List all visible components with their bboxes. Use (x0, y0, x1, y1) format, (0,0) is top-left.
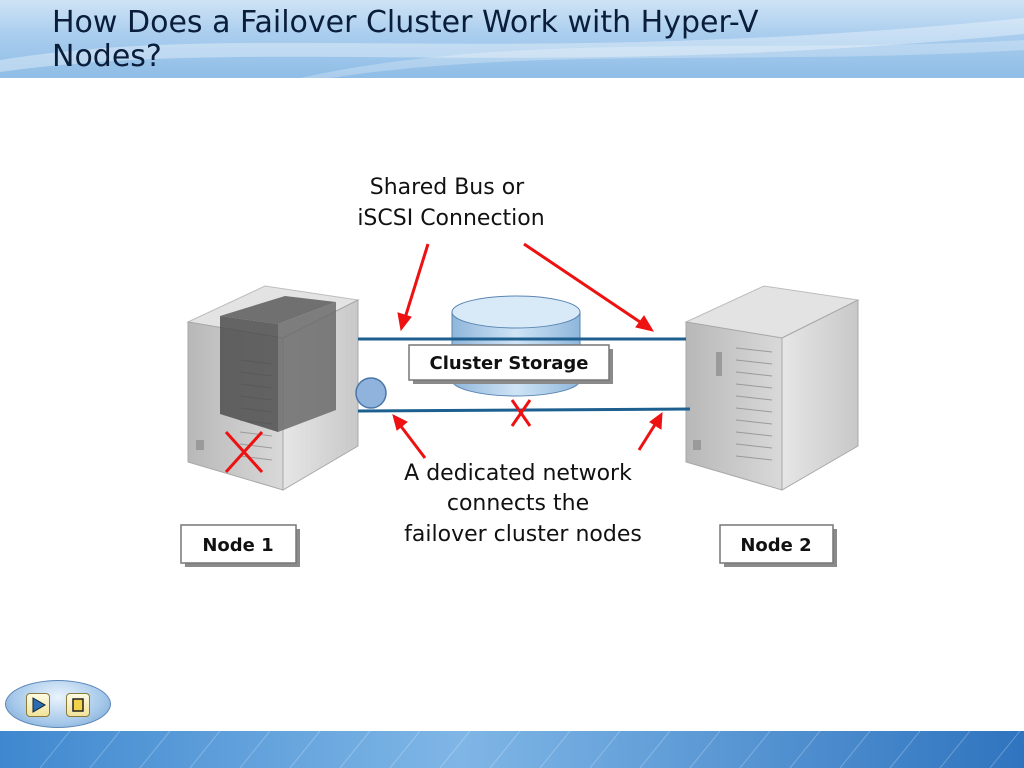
title-bar: How Does a Failover Cluster Work with Hy… (0, 0, 1024, 78)
node1-label-box: Node 1 (180, 524, 300, 567)
slide-title: How Does a Failover Cluster Work with Hy… (52, 6, 952, 74)
play-button[interactable] (26, 693, 50, 717)
footer-bar (0, 731, 1024, 768)
node1-server-icon (186, 285, 360, 491)
network-label-line1: A dedicated network (404, 461, 632, 486)
slide-title-line2: Nodes? (52, 39, 162, 74)
node1-label: Node 1 (202, 535, 273, 556)
footer-decoration (39, 731, 1021, 768)
stop-button[interactable] (66, 693, 90, 717)
play-icon (32, 697, 46, 713)
stop-icon (72, 698, 84, 712)
node2-label-box: Node 2 (719, 524, 837, 567)
node2-label: Node 2 (740, 535, 811, 556)
storage-failure-x-icon (510, 399, 532, 427)
cluster-storage-label: Cluster Storage (430, 353, 589, 374)
network-label-line3: failover cluster nodes (404, 522, 642, 547)
bus-label-line1: Shared Bus or (370, 175, 525, 200)
cluster-storage-label-box: Cluster Storage (408, 344, 613, 384)
node2-server-icon (684, 285, 860, 491)
node1-failure-x-icon (224, 430, 264, 474)
header-decoration (0, 18, 1024, 78)
slide-navigation-control (5, 680, 111, 728)
network-label-line2: connects the (447, 491, 589, 516)
bus-arrows (397, 242, 655, 332)
network-arrows (392, 411, 663, 459)
bus-label-line2: iSCSI Connection (357, 206, 544, 231)
slide-title-line1: How Does a Failover Cluster Work with Hy… (52, 5, 759, 40)
network-adapter-icon (355, 377, 387, 409)
